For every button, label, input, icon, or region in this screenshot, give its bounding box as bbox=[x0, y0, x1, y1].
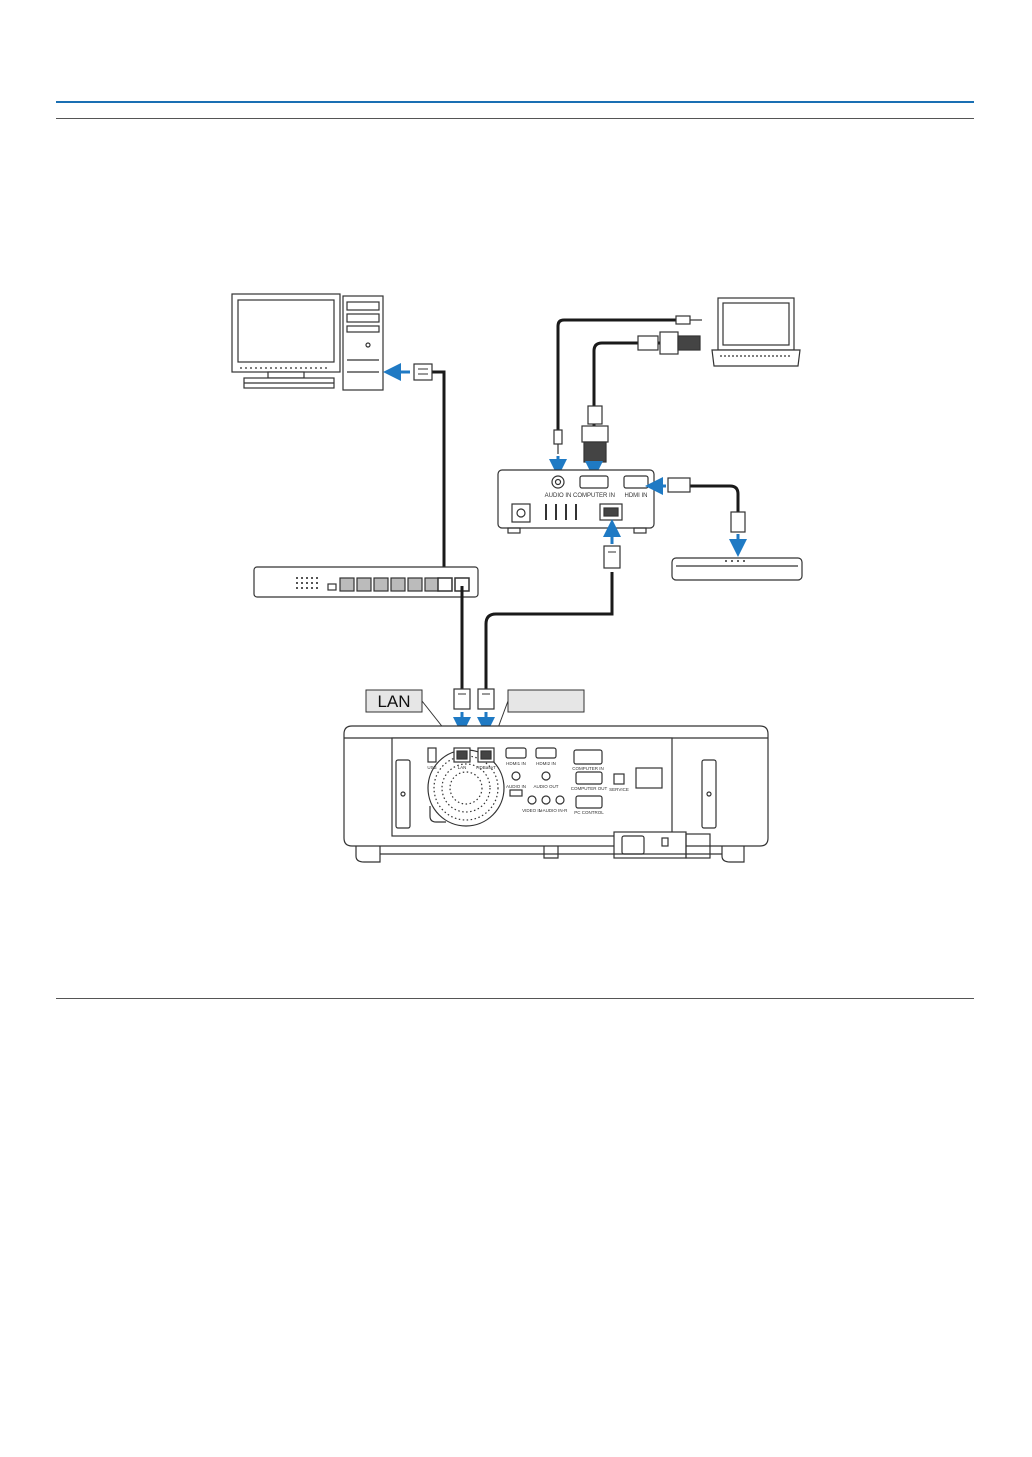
port-audio-in-label: AUDIO IN bbox=[506, 784, 526, 789]
port-computer-in-label: COMPUTER IN bbox=[572, 766, 604, 771]
lan-callout-label: LAN bbox=[377, 692, 410, 711]
port-video-in-label: VIDEO IN bbox=[522, 808, 542, 813]
lan-cable-pc bbox=[432, 370, 446, 586]
audio-cable bbox=[556, 318, 676, 430]
hdmi-plug-icon bbox=[667, 477, 746, 533]
vga-cable bbox=[592, 341, 660, 426]
port-usb-label: USB bbox=[427, 765, 436, 770]
transmitter-computer-in-label: COMPUTER IN bbox=[573, 493, 615, 499]
port-lan-label: LAN bbox=[458, 765, 467, 770]
laptop-icon bbox=[711, 297, 801, 367]
vga-plug-icon bbox=[581, 331, 701, 463]
set-top-box-icon bbox=[671, 557, 803, 581]
port-audio-out-label: AUDIO OUT bbox=[533, 784, 558, 789]
footer-rule bbox=[56, 998, 974, 999]
rj45-plug-icon bbox=[603, 545, 621, 569]
header-rule-blue bbox=[56, 101, 974, 103]
network-hub-icon bbox=[253, 566, 479, 598]
lan-callout: LAN bbox=[365, 689, 457, 745]
transmitter-box-icon bbox=[497, 469, 655, 534]
hdmi-cable bbox=[690, 484, 740, 512]
port-hdmi1-label: HDMI1 IN bbox=[506, 761, 526, 766]
tower-pc-icon bbox=[342, 295, 384, 391]
port-hdmi2-label: HDMI2 IN bbox=[536, 761, 556, 766]
rj45-plug-icon bbox=[413, 363, 433, 381]
mini-jack-plug-icon bbox=[553, 315, 702, 454]
rj45-plug-icon bbox=[453, 688, 495, 710]
desktop-monitor-icon bbox=[231, 293, 341, 389]
header-rule-thin bbox=[56, 118, 974, 119]
port-hdbaset-label: HDBaseT bbox=[476, 765, 496, 770]
port-service-label: SERVICE bbox=[609, 787, 629, 792]
transmitter-audio-in-label: AUDIO IN bbox=[545, 493, 572, 499]
projector-icon bbox=[343, 725, 769, 863]
port-l-audio-in-r-label: L-AUDIO IN-R bbox=[539, 808, 569, 813]
transmitter-hdmi-in-label: HDMI IN bbox=[625, 493, 648, 499]
port-pc-control-label: PC CONTROL bbox=[574, 810, 604, 815]
hdbaset-cable bbox=[484, 572, 614, 690]
port-computer-out-label: COMPUTER OUT bbox=[571, 786, 608, 791]
